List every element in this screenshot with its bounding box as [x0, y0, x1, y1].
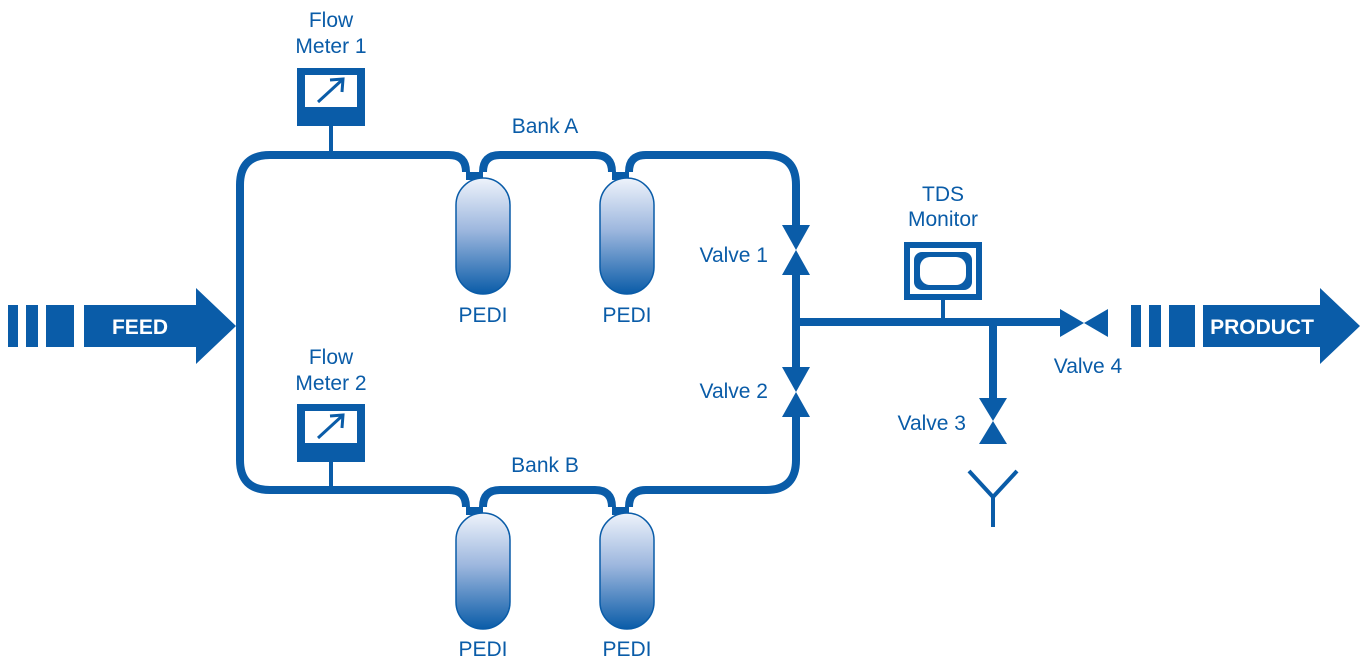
product-dash-2	[1149, 305, 1161, 347]
valve-3-label: Valve 3	[898, 412, 967, 435]
valve-4-label: Valve 4	[1054, 355, 1123, 378]
flow-meter-1: Flow Meter 1	[295, 9, 367, 126]
feed-dash-3	[46, 305, 74, 347]
feed-dash-2	[26, 305, 38, 347]
product-dash-3	[1169, 305, 1195, 347]
pedi-tank-a1-label: PEDI	[458, 304, 507, 327]
valve-1-label: Valve 1	[700, 244, 769, 267]
feed-label: FEED	[112, 316, 168, 339]
bank-b-jumper	[479, 486, 616, 508]
feed-arrow: FEED	[8, 288, 236, 364]
pedi-tank-b2: PEDI	[599, 507, 655, 661]
flow-meter-2-label-line2: Meter 2	[295, 372, 366, 395]
pedi-tank-b1: PEDI	[455, 507, 511, 661]
bank-a-label: Bank A	[512, 115, 579, 138]
bank-b-label: Bank B	[511, 454, 579, 477]
pedi-tank-a1: PEDI	[455, 172, 511, 327]
tds-monitor-label-line1: TDS	[922, 183, 964, 206]
pedi-tank-a2: PEDI	[599, 172, 655, 327]
gauge-arrow-icon	[316, 413, 345, 440]
pedi-tank-b1-label: PEDI	[458, 638, 507, 661]
valve-3[interactable]: Valve 3	[898, 398, 1008, 444]
flow-meter-2: Flow Meter 2	[295, 346, 367, 462]
piping	[236, 124, 1062, 508]
flow-meter-2-label-line1: Flow	[309, 346, 354, 369]
flow-meter-1-label-line2: Meter 1	[295, 35, 366, 58]
drain-icon	[967, 469, 1019, 527]
bank-a-jumper	[479, 151, 616, 173]
valve-2[interactable]: Valve 2	[700, 367, 811, 417]
product-label: PRODUCT	[1210, 316, 1314, 339]
feed-dash-1	[8, 305, 18, 347]
product-dash-1	[1131, 305, 1141, 347]
flow-meter-1-label-line1: Flow	[309, 9, 354, 32]
gauge-arrow-icon	[316, 77, 345, 104]
feed-arrow-body	[84, 288, 236, 364]
tds-monitor-display	[920, 257, 966, 285]
left-loop-pipe	[236, 151, 470, 508]
tds-monitor: TDS Monitor	[904, 183, 982, 300]
valve-1[interactable]: Valve 1	[700, 225, 811, 275]
product-arrow: PRODUCT	[1131, 288, 1360, 364]
pedi-tank-b2-label: PEDI	[602, 638, 651, 661]
pedi-tank-a2-label: PEDI	[602, 304, 651, 327]
valve-4[interactable]: Valve 4	[1054, 309, 1123, 378]
product-arrow-body	[1203, 288, 1360, 364]
tds-monitor-label-line2: Monitor	[908, 208, 978, 231]
valve-2-label: Valve 2	[700, 380, 769, 403]
